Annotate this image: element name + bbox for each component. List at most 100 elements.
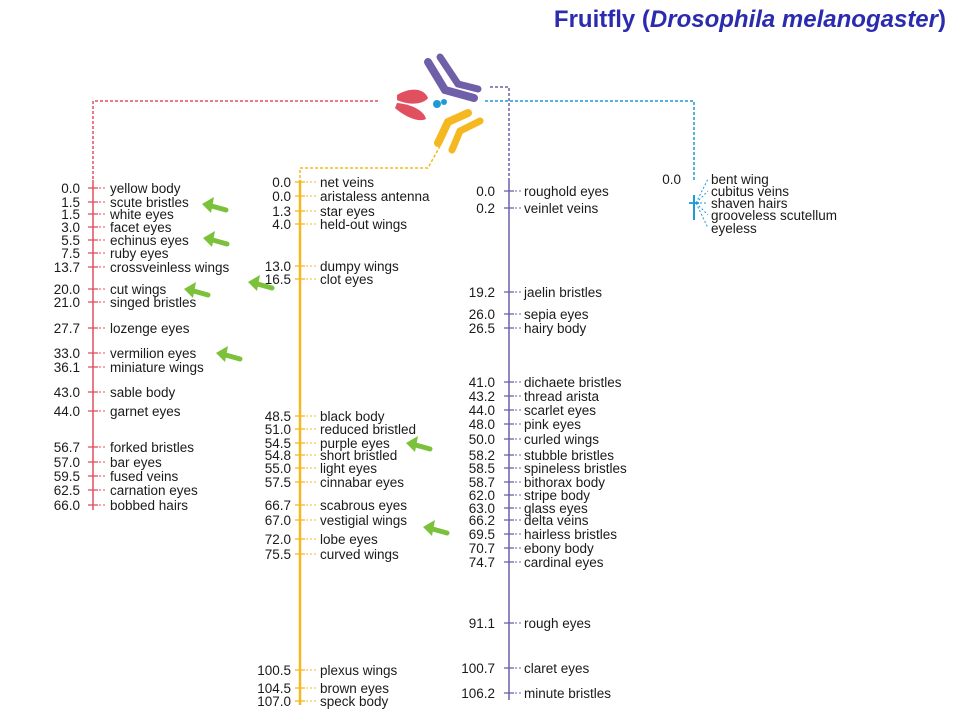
locus-gene-label: vermilion eyes bbox=[110, 346, 197, 361]
locus-position-label: 0.0 bbox=[272, 175, 291, 190]
locus-gene-label: hairless bristles bbox=[524, 527, 617, 542]
connector-2 bbox=[299, 145, 441, 180]
highlight-arrow-icon bbox=[203, 231, 215, 247]
locus-gene-label: bent wing bbox=[711, 172, 769, 187]
locus-gene-label: veinlet veins bbox=[524, 201, 599, 216]
locus-gene-label: black body bbox=[320, 409, 385, 424]
locus-gene-label: reduced bristled bbox=[320, 422, 416, 437]
locus-position-label: 58.7 bbox=[469, 475, 495, 490]
locus-gene-label: plexus wings bbox=[320, 663, 398, 678]
locus-position-label: 20.0 bbox=[54, 282, 80, 297]
locus-position-label: 36.1 bbox=[54, 360, 80, 375]
locus-gene-label: carnation eyes bbox=[110, 483, 198, 498]
chromosome-3-icon-a bbox=[424, 58, 449, 94]
locus-gene-label: light eyes bbox=[320, 461, 377, 476]
locus-gene-label: miniature wings bbox=[110, 360, 204, 375]
chromosome-4-icon-b bbox=[441, 99, 447, 105]
locus-gene-label: echinus eyes bbox=[110, 233, 189, 248]
locus-position-label: 48.5 bbox=[265, 409, 291, 424]
locus-gene-label: scarlet eyes bbox=[524, 403, 596, 418]
locus-gene-label: grooveless scutellum bbox=[711, 208, 837, 223]
chromosome-x-icon-lower bbox=[395, 103, 426, 121]
locus-position-label: 13.7 bbox=[54, 260, 80, 275]
locus-position-label: 44.0 bbox=[54, 404, 80, 419]
locus-gene-label: star eyes bbox=[320, 204, 375, 219]
locus-gene-label: purple eyes bbox=[320, 436, 390, 451]
locus-gene-label: bar eyes bbox=[110, 455, 162, 470]
locus-gene-label: glass eyes bbox=[524, 501, 588, 516]
locus-position-label: 0.0 bbox=[272, 189, 291, 204]
locus-gene-label: forked bristles bbox=[110, 440, 194, 455]
locus-position-label: 44.0 bbox=[469, 403, 495, 418]
locus-gene-label: cut wings bbox=[110, 282, 167, 297]
locus-position-label: 0.0 bbox=[476, 184, 495, 199]
locus-gene-label: roughold eyes bbox=[524, 184, 609, 199]
locus-gene-label: claret eyes bbox=[524, 661, 590, 676]
locus-position-label: 0.0 bbox=[61, 181, 80, 196]
locus-gene-label: bobbed hairs bbox=[110, 498, 188, 513]
locus-gene-label: held-out wings bbox=[320, 217, 407, 232]
locus-position-label: 63.0 bbox=[469, 501, 495, 516]
locus-gene-label: jaelin bristles bbox=[523, 285, 602, 300]
chromosome-2-icon-d bbox=[448, 127, 464, 154]
locus-position-label: 3.0 bbox=[61, 220, 80, 235]
locus-gene-label: clot eyes bbox=[320, 272, 374, 287]
highlight-arrow-icon bbox=[202, 197, 214, 213]
locus-gene-label: thread arista bbox=[524, 389, 600, 404]
locus-gene-label: ebony body bbox=[524, 541, 594, 556]
locus-gene-label: brown eyes bbox=[320, 681, 389, 696]
locus-connector bbox=[695, 178, 709, 204]
locus-position-label: 66.7 bbox=[265, 498, 291, 513]
chromosome-2-icon-c bbox=[456, 117, 484, 135]
locus-position-label: 41.0 bbox=[469, 375, 495, 390]
locus-gene-label: cinnabar eyes bbox=[320, 475, 404, 490]
locus-gene-label: delta veins bbox=[524, 513, 589, 528]
locus-gene-label: shaven hairs bbox=[711, 196, 788, 211]
chromosome-x-icon bbox=[397, 89, 428, 104]
chromosome-3-icon-c bbox=[436, 53, 462, 88]
locus-gene-label: lobe eyes bbox=[320, 532, 378, 547]
locus-position-label: 57.5 bbox=[265, 475, 291, 490]
title-suffix: ) bbox=[938, 6, 946, 33]
locus-position-label: 62.5 bbox=[54, 483, 80, 498]
title-species: Drosophila melanogaster bbox=[649, 6, 938, 33]
locus-position-label: 91.1 bbox=[469, 616, 495, 631]
locus-position-label: 26.5 bbox=[469, 321, 495, 336]
locus-gene-label: dichaete bristles bbox=[524, 375, 622, 390]
locus-gene-label: spineless bristles bbox=[524, 461, 627, 476]
locus-position-label: 100.7 bbox=[461, 661, 495, 676]
locus-position-label: 66.0 bbox=[54, 498, 80, 513]
locus-position-label: 27.7 bbox=[54, 321, 80, 336]
highlight-arrow-icon bbox=[248, 275, 260, 291]
locus-position-label: 7.5 bbox=[61, 246, 80, 261]
locus-position-label: 50.0 bbox=[469, 432, 495, 447]
locus-position-label: 1.5 bbox=[61, 207, 80, 222]
locus-position-label: 107.0 bbox=[257, 694, 291, 709]
locus-gene-label: curved wings bbox=[320, 547, 399, 562]
locus-gene-label: curled wings bbox=[524, 432, 599, 447]
locus-position-label: 59.5 bbox=[54, 469, 80, 484]
highlight-arrows bbox=[184, 197, 450, 536]
page-title: Fruitfly (Drosophila melanogaster) bbox=[554, 6, 946, 34]
locus-gene-label: short bristled bbox=[320, 448, 397, 463]
connector-3 bbox=[490, 86, 510, 180]
locus-gene-label: rough eyes bbox=[524, 616, 591, 631]
locus-gene-label: stubble bristles bbox=[524, 448, 614, 463]
locus-gene-label: dumpy wings bbox=[320, 259, 399, 274]
locus-gene-label: minute bristles bbox=[524, 686, 611, 701]
locus-position-label: 48.0 bbox=[469, 417, 495, 432]
locus-position-label: 54.8 bbox=[265, 448, 291, 463]
locus-position-label: 72.0 bbox=[265, 532, 291, 547]
locus-gene-label: scabrous eyes bbox=[320, 498, 407, 513]
locus-position-label: 54.5 bbox=[265, 436, 291, 451]
chromosome-connectors bbox=[92, 86, 695, 180]
locus-connector bbox=[695, 202, 709, 216]
locus-position-label: 57.0 bbox=[54, 455, 80, 470]
locus-position-label: 1.3 bbox=[272, 204, 291, 219]
locus-position-label: 67.0 bbox=[265, 513, 291, 528]
locus-gene-label: singed bristles bbox=[110, 295, 197, 310]
